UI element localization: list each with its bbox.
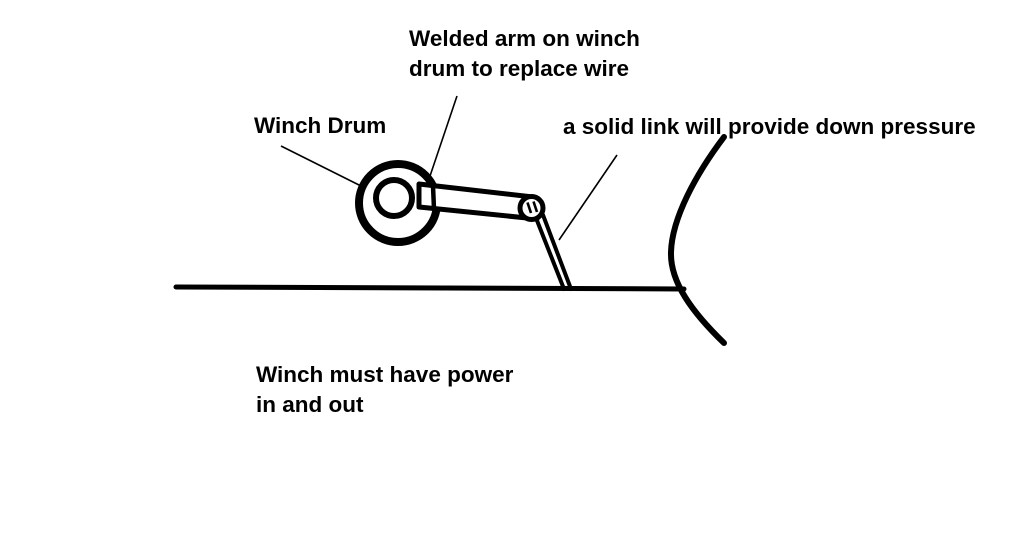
solid-link-bar-right	[541, 213, 573, 291]
leader-line-welded-arm	[428, 95, 458, 180]
pin-hatch-mark-2	[532, 201, 539, 213]
ground-line	[173, 284, 687, 292]
solid-link-bar-left	[534, 216, 566, 291]
pin-hatch-mark-1	[526, 202, 533, 214]
leader-line-solid-link	[558, 154, 618, 241]
annotation-power-note: Winch must have power in and out	[256, 362, 514, 417]
weld-joint-line	[430, 185, 437, 210]
annotation-solid-link: a solid link will provide down pressure	[563, 114, 976, 139]
winch-drum-inner-circle	[373, 177, 415, 219]
annotation-welded-arm: Welded arm on winch drum to replace wire	[409, 26, 640, 81]
annotation-winch-drum: Winch Drum	[254, 113, 387, 138]
leader-line-winch-drum	[280, 145, 362, 187]
curved-surface	[667, 134, 727, 346]
pivot-pin	[517, 194, 546, 222]
